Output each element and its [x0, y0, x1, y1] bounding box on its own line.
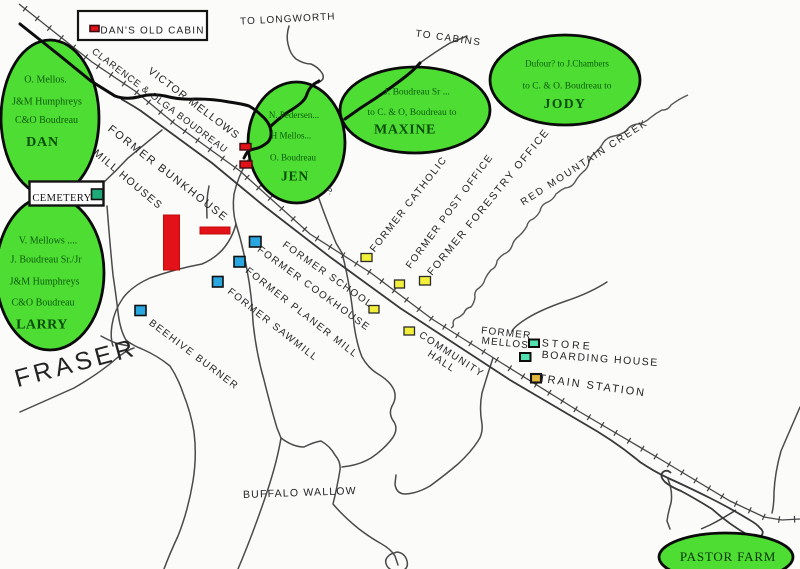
svg-text:MAXINE: MAXINE — [374, 123, 436, 138]
svg-text:to C. & O. Boudreau to: to C. & O. Boudreau to — [523, 82, 612, 92]
svg-text:C&O Boudreau: C&O Boudreau — [11, 298, 74, 309]
svg-text:J&M Humphreys: J&M Humphreys — [10, 277, 80, 288]
svg-text:N. Pedersen...: N. Pedersen... — [269, 110, 319, 120]
svg-text:DAN: DAN — [26, 135, 59, 150]
svg-text:J&M Humphreys: J&M Humphreys — [12, 97, 82, 108]
svg-text:PASTOR FARM: PASTOR FARM — [680, 549, 776, 564]
svg-text:V. Mellows ....: V. Mellows .... — [19, 236, 77, 247]
svg-text:JEN: JEN — [281, 169, 309, 184]
svg-text:C&O Boudreau: C&O Boudreau — [15, 115, 78, 126]
svg-text:Dufour? to J.Chambers: Dufour? to J.Chambers — [525, 59, 609, 69]
svg-text:J. Boudreau Sr ...: J. Boudreau Sr ... — [384, 88, 450, 98]
svg-text:CEMETERY: CEMETERY — [32, 193, 91, 204]
svg-text:DAN'S OLD CABIN: DAN'S OLD CABIN — [100, 26, 204, 37]
svg-text:O. Mellos.: O. Mellos. — [24, 75, 67, 86]
svg-text:O. Boudreau: O. Boudreau — [270, 153, 316, 163]
svg-text:P.: P. — [324, 186, 335, 197]
svg-text:BUFFALO WALLOW: BUFFALO WALLOW — [243, 485, 357, 501]
svg-text:STORE: STORE — [541, 337, 593, 353]
svg-text:LARRY: LARRY — [16, 318, 68, 333]
svg-text:J. Boudreau Sr./Jr: J. Boudreau Sr./Jr — [10, 255, 82, 266]
svg-text:H Mellos...: H Mellos... — [271, 131, 312, 141]
svg-text:MELLOS: MELLOS — [481, 336, 530, 352]
svg-text:TO LONGWORTH: TO LONGWORTH — [240, 12, 336, 28]
svg-text:FORMER: FORMER — [481, 325, 532, 341]
svg-text:to C. & O, Boudreau to: to C. & O, Boudreau to — [368, 108, 457, 118]
svg-text:JODY: JODY — [544, 96, 587, 111]
